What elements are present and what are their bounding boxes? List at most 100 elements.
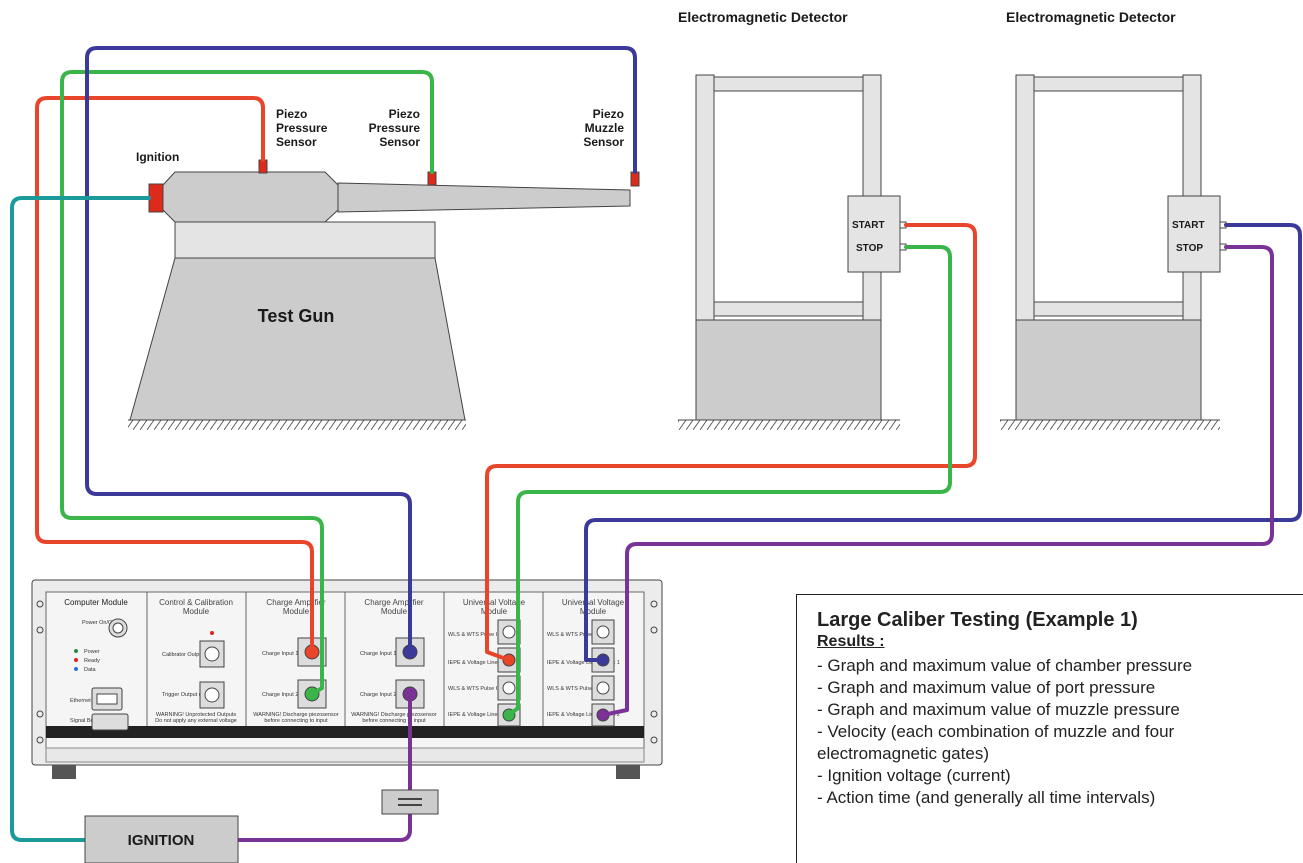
results-item: - Graph and maximum value of muzzle pres… (817, 700, 1180, 719)
svg-text:IEPE & Voltage Linear Input 1: IEPE & Voltage Linear Input 1 (547, 660, 620, 666)
cable-blue-muzzle (85, 46, 637, 654)
test-gun: Test Gun (128, 171, 631, 430)
results-item: - Ignition voltage (current) (817, 766, 1011, 785)
detector-2-start: START (1172, 220, 1205, 231)
svg-text:Sensor: Sensor (583, 135, 624, 149)
svg-text:Power: Power (84, 649, 100, 655)
svg-text:WARNING! Discharge piezosensor: WARNING! Discharge piezosensor (351, 712, 437, 718)
universal-voltage-module-1: Universal Voltage Module WLS & WTS Pulse… (448, 598, 526, 727)
svg-text:Module: Module (283, 607, 310, 616)
svg-text:IEPE & Voltage Linear Input 1: IEPE & Voltage Linear Input 1 (448, 660, 521, 666)
svg-text:Pressure: Pressure (369, 121, 421, 135)
trigger-output-port[interactable] (199, 681, 225, 709)
ground-hatch-gun (128, 420, 466, 430)
svg-text:Power On/Off: Power On/Off (82, 620, 116, 626)
detector-2: Electromagnetic Detector START STOP (1000, 9, 1227, 430)
results-item: - Action time (and generally all time in… (817, 788, 1156, 807)
ignition-box: IGNITION (84, 815, 239, 863)
svg-text:Charge Input 2: Charge Input 2 (262, 692, 298, 698)
cable-teal-ignition (10, 196, 151, 842)
svg-text:Charge Amplifier: Charge Amplifier (364, 598, 423, 607)
svg-text:Signal Box: Signal Box (70, 718, 97, 724)
svg-text:before connecting to input: before connecting to input (362, 718, 426, 724)
results-item: - Graph and maximum value of chamber pre… (817, 656, 1193, 675)
sensor-label-2: Piezo Pressure Sensor (369, 107, 421, 149)
detector-1-start: START (852, 220, 885, 231)
svg-text:Ready: Ready (84, 658, 100, 664)
detector-1-box (847, 195, 901, 273)
results-title: Large Caliber Testing (Example 1) (817, 609, 1138, 631)
svg-text:WARNING! Unprotected Outputs: WARNING! Unprotected Outputs (156, 712, 236, 718)
svg-text:Charge Input 1: Charge Input 1 (262, 651, 298, 657)
svg-text:WLS & WTS Pulse Input 2: WLS & WTS Pulse Input 2 (547, 686, 612, 692)
sensor-connector-3 (630, 171, 640, 187)
detector-1-title: Electromagnetic Detector (678, 9, 848, 25)
calibration-module: Control & Calibration Module Calibrator … (155, 598, 237, 724)
svg-text:Trigger Output (TTL): Trigger Output (TTL) (162, 692, 212, 698)
detector-1-stop: STOP (856, 243, 883, 254)
svg-text:Piezo: Piezo (389, 107, 420, 121)
cable-red-det1-start (485, 223, 977, 662)
svg-text:Universal Voltage: Universal Voltage (463, 598, 526, 607)
svg-text:Pressure: Pressure (276, 121, 328, 135)
cables (10, 46, 1302, 842)
svg-text:WLS & WTS Pulse Input 1: WLS & WTS Pulse Input 1 (547, 632, 612, 638)
svg-text:Universal Voltage: Universal Voltage (562, 598, 625, 607)
cable-red-pressure (35, 96, 314, 654)
sensor-label-3: Piezo Muzzle Sensor (583, 107, 624, 149)
svg-text:WARNING! Discharge piezosensor: WARNING! Discharge piezosensor (253, 712, 339, 718)
ignition-connector (148, 183, 164, 213)
sensor-label-1: Piezo Pressure Sensor (276, 107, 328, 149)
detector-2-box (1167, 195, 1221, 273)
detector-1: Electromagnetic Detector START STOP (678, 9, 907, 430)
svg-text:Module: Module (381, 607, 408, 616)
ignition-label: Ignition (136, 150, 179, 164)
gun-cradle (174, 221, 436, 259)
svg-text:Data: Data (84, 667, 97, 673)
cable-purple-ignition-2 (236, 806, 412, 842)
computer-module: Computer Module Power On/Off Power Ready… (64, 598, 129, 731)
svg-text:Muzzle: Muzzle (585, 121, 625, 135)
measurement-rack (31, 579, 663, 779)
svg-text:Module: Module (580, 607, 607, 616)
svg-text:Charge Amplifier: Charge Amplifier (266, 598, 325, 607)
results-item: - Graph and maximum value of port pressu… (817, 678, 1156, 697)
svg-text:Control & Calibration: Control & Calibration (159, 598, 233, 607)
svg-text:Sensor: Sensor (379, 135, 420, 149)
svg-text:before connecting to input: before connecting to input (264, 718, 328, 724)
gun-label: Test Gun (258, 306, 335, 326)
svg-text:IEPE & Voltage Linear Input 2: IEPE & Voltage Linear Input 2 (547, 712, 620, 718)
svg-text:Do not apply any external volt: Do not apply any external voltage (155, 718, 237, 724)
svg-text:Piezo: Piezo (593, 107, 624, 121)
results-list: - Graph and maximum value of chamber pre… (817, 655, 1301, 809)
svg-text:WLS & WTS Pulse Input 2: WLS & WTS Pulse Input 2 (448, 686, 513, 692)
svg-text:Ethernet: Ethernet (70, 698, 91, 704)
svg-text:IEPE & Voltage Linear Input 2: IEPE & Voltage Linear Input 2 (448, 712, 521, 718)
detector-2-title: Electromagnetic Detector (1006, 9, 1176, 25)
svg-text:Calibrator Output (±2.4V): Calibrator Output (±2.4V) (162, 652, 224, 658)
gun-breech (162, 171, 339, 223)
detector-2-stop: STOP (1176, 243, 1203, 254)
charge-amplifier-module-2: Charge Amplifier Module Charge Input 1 C… (351, 598, 437, 724)
cable-green-pressure (60, 70, 434, 696)
svg-text:WLS & WTS Pulse Input 1: WLS & WTS Pulse Input 1 (448, 632, 513, 638)
svg-text:Charge Input 1: Charge Input 1 (360, 651, 396, 657)
results-item: - Velocity (each combination of muzzle a… (817, 722, 1175, 763)
gun-base (129, 257, 466, 421)
svg-text:Computer Module: Computer Module (64, 598, 128, 607)
gun-barrel (337, 182, 631, 213)
ignition-box-label: IGNITION (128, 832, 195, 849)
signal-box-port[interactable] (91, 713, 129, 731)
cable-green-det1-stop (507, 245, 952, 717)
cable-purple-det2-stop (601, 245, 1274, 717)
svg-text:Charge Input 2: Charge Input 2 (360, 692, 396, 698)
svg-text:Module: Module (183, 607, 210, 616)
svg-text:Module: Module (481, 607, 508, 616)
cable-blue-det2-start (584, 223, 1302, 662)
capacitor-icon (381, 789, 439, 815)
results-panel: Large Caliber Testing (Example 1) Result… (796, 594, 1303, 863)
svg-text:Piezo: Piezo (276, 107, 307, 121)
universal-voltage-module-2: Universal Voltage Module WLS & WTS Pulse… (547, 598, 625, 727)
svg-text:Sensor: Sensor (276, 135, 317, 149)
